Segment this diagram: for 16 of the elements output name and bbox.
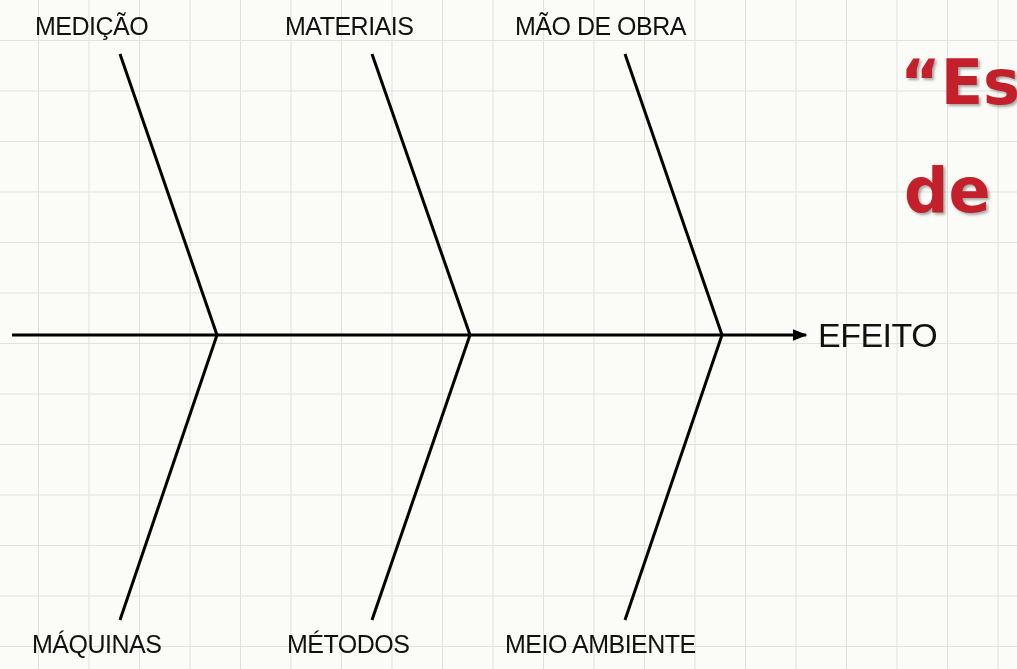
- category-label: MÉTODOS: [287, 632, 410, 657]
- category-label: MEDIÇÃO: [35, 14, 149, 39]
- title-fragment: “Es: [900, 52, 1017, 114]
- bone-line: [370, 334, 472, 621]
- category-label: MATERIAIS: [285, 14, 414, 39]
- category-label: MEIO AMBIENTE: [505, 632, 696, 657]
- category-label: MÁQUINAS: [32, 632, 162, 657]
- category-label: MÃO DE OBRA: [515, 14, 686, 39]
- bone-line: [118, 334, 219, 621]
- effect-label: EFEITO: [818, 318, 938, 352]
- bone-line: [623, 334, 724, 621]
- spine-arrow: [12, 329, 808, 341]
- bone-line: [118, 53, 219, 336]
- bone-line: [623, 53, 724, 336]
- title-fragment: de: [904, 160, 991, 222]
- bone-line: [370, 53, 472, 336]
